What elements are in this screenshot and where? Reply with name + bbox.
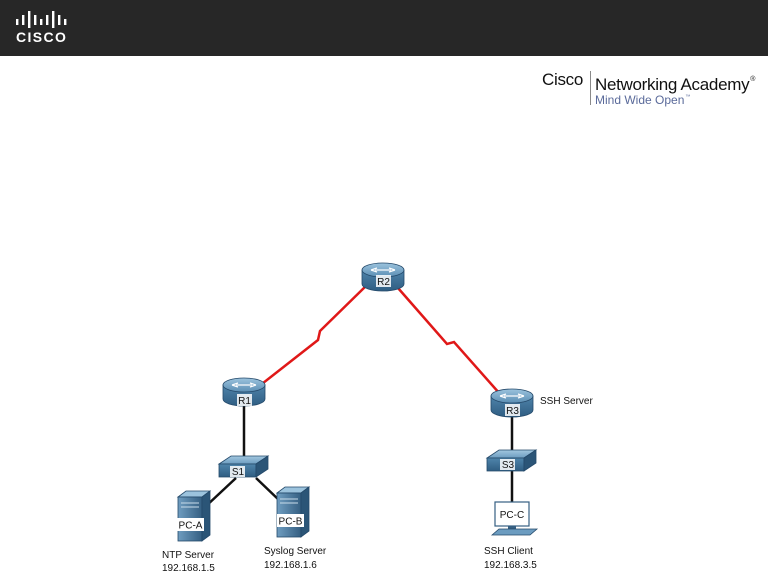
device-label-r1: R1 (238, 396, 251, 407)
networking-academy-logo: Cisco Networking Academy® Mind Wide Open… (542, 68, 768, 108)
r3-role-label: SSH Server (540, 396, 593, 407)
link-r1-r2 (257, 283, 369, 388)
academy-tagline: Mind Wide Open™ (595, 90, 690, 107)
device-label-pc-a: PC-A (179, 521, 203, 532)
switch-s3[interactable]: S3 (485, 449, 538, 472)
registered-mark: ® (750, 76, 756, 83)
device-label-pc-b: PC-B (279, 517, 303, 528)
cisco-bars-icon (16, 11, 67, 28)
cisco-logo: CISCO (16, 10, 76, 46)
server-pc-a[interactable]: PC-A (176, 490, 212, 542)
link-s1-pcb (255, 477, 281, 502)
academy-tagline-text: Mind Wide Open (595, 93, 685, 107)
pc-b-role-label: Syslog Server (264, 546, 327, 557)
cisco-wordmark: CISCO (16, 29, 68, 45)
router-r2[interactable]: R2 (361, 262, 405, 292)
academy-divider (590, 71, 591, 105)
academy-name: Networking Academy® (595, 70, 755, 95)
server-pc-b[interactable]: PC-B (275, 486, 311, 538)
device-label-s3: S3 (502, 460, 515, 471)
router-r3[interactable]: R3 (490, 388, 534, 418)
trademark-mark: ™ (685, 94, 691, 100)
workstation-pc-c[interactable]: PC-C (490, 501, 539, 536)
pc-a-role-label: NTP Server (162, 550, 215, 561)
device-label-pc-c: PC-C (500, 510, 524, 521)
pc-a-ip-label: 192.168.1.5 (162, 563, 215, 574)
device-label-s1: S1 (232, 467, 245, 478)
pc-b-ip-label: 192.168.1.6 (264, 560, 317, 571)
pc-c-role-label: SSH Client (484, 546, 533, 557)
pc-c-ip-label: 192.168.3.5 (484, 560, 537, 571)
academy-name-text: Networking Academy (595, 75, 750, 94)
header-bar: CISCO (0, 0, 768, 56)
switch-s1[interactable]: S1 (217, 455, 270, 478)
academy-cisco-word: Cisco (542, 70, 584, 89)
router-r1[interactable]: R1 (222, 377, 266, 407)
device-label-r2: R2 (377, 277, 390, 288)
link-r2-r3 (397, 287, 501, 395)
device-label-r3: R3 (506, 406, 519, 417)
